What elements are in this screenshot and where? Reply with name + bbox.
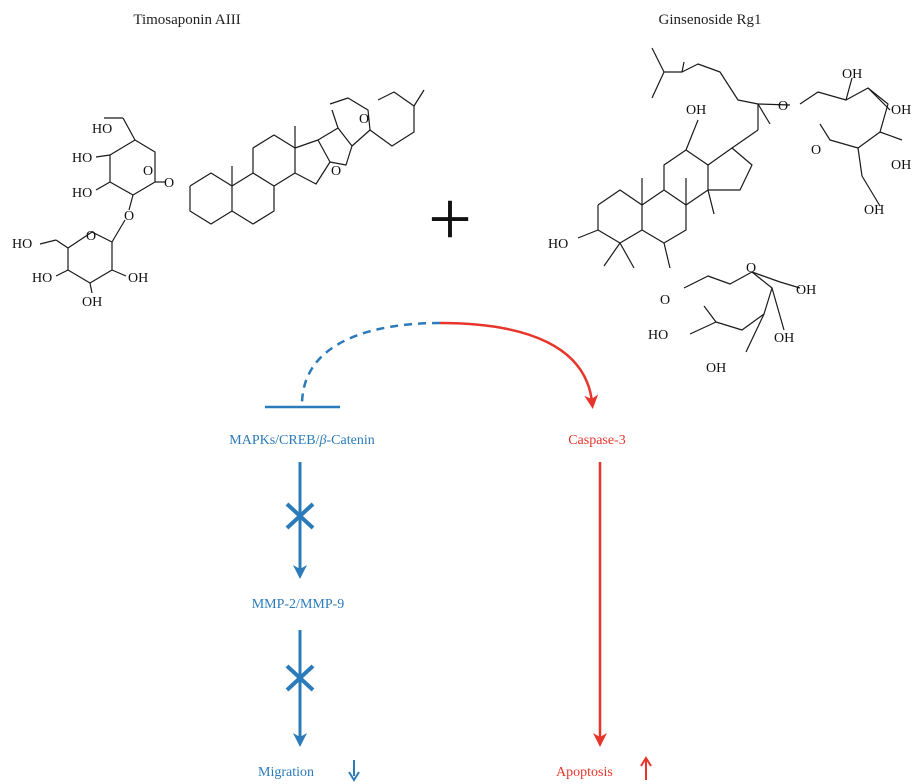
atom-label: OH <box>842 67 862 82</box>
atom-label: O <box>143 164 153 179</box>
atom-label: OH <box>82 295 102 310</box>
atom-label: HO <box>92 122 112 137</box>
atom-label: O <box>164 176 174 191</box>
atom-label: OH <box>796 283 816 298</box>
atom-label: OH <box>891 103 911 118</box>
atom-label: O <box>778 99 788 114</box>
inhibition-curve <box>300 321 441 406</box>
increase-arrow-icon <box>640 756 652 780</box>
atom-label: O <box>811 143 821 158</box>
activation-curve <box>439 321 599 409</box>
ginsenoside-structure <box>577 47 903 353</box>
block-cross-upper-icon <box>285 502 315 530</box>
migration-label: Migration <box>258 765 314 780</box>
timosaponin-structure <box>39 89 425 294</box>
atom-label: O <box>359 112 369 127</box>
atom-label: OH <box>864 203 884 218</box>
timosaponin-title: Timosaponin AIII <box>133 12 240 28</box>
atom-label: HO <box>648 328 668 343</box>
atom-label: OH <box>686 103 706 118</box>
combine-plus-symbol: + <box>428 175 472 262</box>
atom-label: OH <box>891 158 911 173</box>
atom-label: HO <box>72 186 92 201</box>
atom-label: HO <box>32 271 52 286</box>
atom-label: O <box>746 261 756 276</box>
mmp-label: MMP-2/MMP-9 <box>252 597 345 612</box>
atom-label: OH <box>128 271 148 286</box>
atom-label: O <box>86 229 96 244</box>
apoptosis-label: Apoptosis <box>556 765 613 780</box>
atom-label: OH <box>774 331 794 346</box>
atom-label: O <box>124 209 134 224</box>
atom-label: HO <box>72 151 92 166</box>
caspase-3-label: Caspase-3 <box>568 433 626 448</box>
atom-label: HO <box>12 237 32 252</box>
atom-label: O <box>660 293 670 308</box>
atom-label: OH <box>706 361 726 376</box>
atom-label: HO <box>548 237 568 252</box>
mapks-creb-catenin-label: MAPKs/CREB/β-Catenin <box>229 433 374 448</box>
block-cross-lower-icon <box>285 664 315 692</box>
ginsenoside-title: Ginsenoside Rg1 <box>659 12 762 28</box>
atom-label: O <box>331 164 341 179</box>
decrease-arrow-icon <box>348 760 360 782</box>
